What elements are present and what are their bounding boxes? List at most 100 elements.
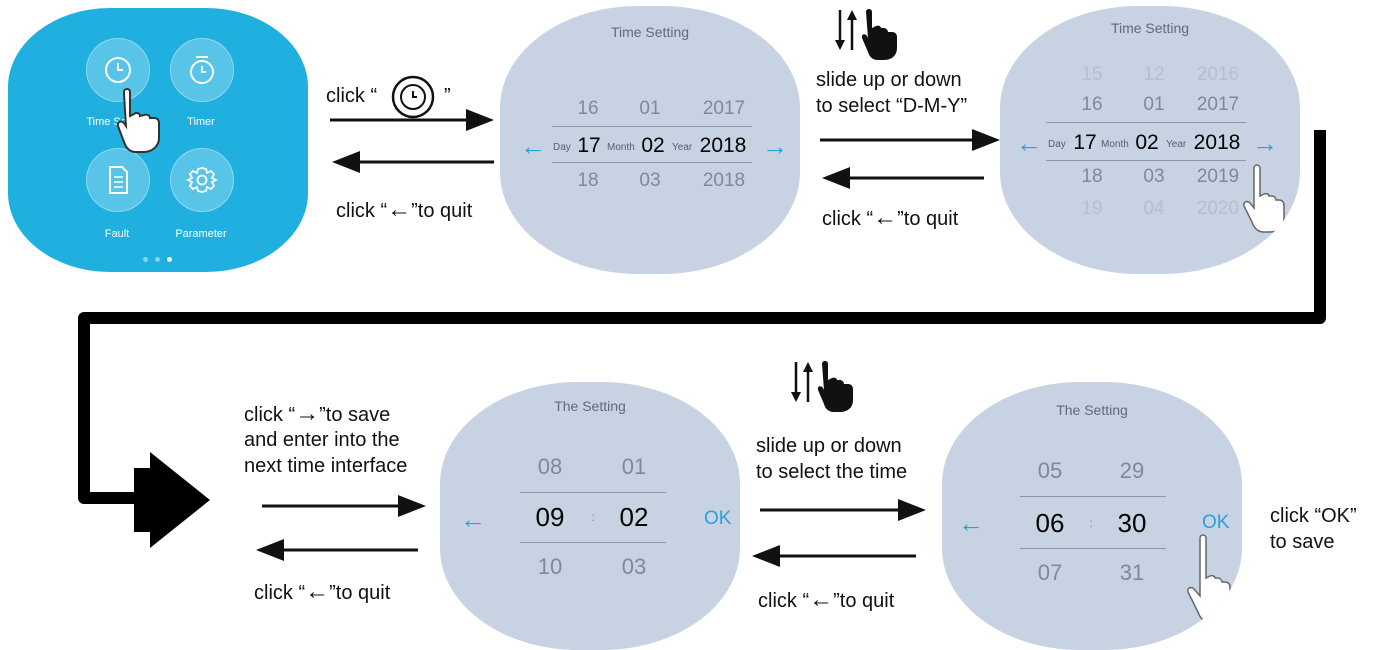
timer-button[interactable] [170,38,234,102]
hour-below: 10 [537,554,563,579]
page-dot [155,257,160,262]
back-arrow-icon[interactable]: ← [460,504,486,534]
month-below: 03 [639,170,661,191]
selection-line-bottom [552,162,752,163]
right-arrow-icon: → [295,400,320,427]
hour-above: 05 [1037,458,1063,483]
fault-button[interactable] [86,148,150,212]
year-unit-label: Year [1166,139,1187,150]
selection-line-top [1046,122,1246,123]
back-arrow [822,167,984,189]
selection-line-top [552,126,752,127]
selection-line-top [520,492,666,493]
day-above: 16 [577,98,599,119]
ok-instruction-line1: click “OK” [1270,505,1357,527]
screen-title: Time Setting [610,24,690,40]
day-selected[interactable]: 17 [577,134,601,157]
minute-selected[interactable]: 30 [1117,508,1147,538]
menu-label-timer: Timer [187,116,215,128]
time-setting-screen-2: The Setting 05 29 ← 06 : 30 OK 07 31 [942,382,1242,650]
year-minus2: 2016 [1196,64,1240,85]
back-arrow [332,151,494,173]
slide-dmy-line2: to select “D-M-Y” [816,95,968,117]
day-below: 18 [1081,166,1103,187]
selection-line-bottom [1046,160,1246,161]
hour-selected[interactable]: 06 [1035,508,1065,538]
month-plus2: 04 [1143,198,1165,219]
screen-title: The Setting [1056,402,1128,418]
month-selected[interactable]: 02 [641,134,665,157]
slide-time-line2: to select the time [756,461,908,483]
year-below: 2019 [1196,166,1240,187]
pointing-hand-icon [1187,534,1231,623]
month-unit-label: Month [607,142,635,153]
forward-arrow [330,109,494,131]
menu-label-parameter: Parameter [175,228,227,240]
year-plus2: 2020 [1196,198,1240,219]
time-setting-button[interactable] [86,38,150,102]
quit-instruction: click “←”to quit [822,204,959,231]
month-selected[interactable]: 02 [1135,131,1159,154]
ok-instruction-line2: to save [1270,531,1335,553]
time-colon: : [591,510,595,524]
month-minus2: 12 [1143,64,1165,85]
click-clock-instruction: click “ [326,85,378,107]
swipe-gesture-icon [835,9,897,60]
quit-instruction: click “←”to quit [254,578,391,605]
hour-above: 08 [537,454,563,479]
forward-arrow-icon[interactable]: → [1252,128,1278,158]
year-unit-label: Year [672,142,693,153]
date-setting-screen-2: Time Setting 15 12 2016 16 01 2017 ← Day… [1000,6,1300,274]
menu-label-fault: Fault [104,228,130,240]
document-icon [109,166,128,194]
day-above: 16 [1081,94,1103,115]
forward-arrow [262,495,426,517]
back-arrow [256,539,418,561]
date-setting-screen-1: Time Setting 16 01 2017 ← Day 17 Month 0… [500,6,800,274]
day-unit-label: Day [553,142,571,153]
selection-line-top [1020,496,1166,497]
hour-below: 07 [1037,560,1063,585]
quit-instruction: click “←”to quit [758,586,895,613]
day-unit-label: Day [1048,139,1066,150]
time-setting-screen-1: The Setting 08 01 ← 09 : 02 OK 10 03 [440,382,740,650]
left-arrow-icon: ← [387,196,412,223]
year-selected[interactable]: 2018 [699,134,747,157]
month-below: 03 [1143,166,1165,187]
left-arrow-icon: ← [305,578,330,605]
back-arrow-icon[interactable]: ← [958,508,984,538]
hour-selected[interactable]: 09 [535,502,565,532]
slide-dmy-line1: slide up or down [816,69,962,91]
forward-arrow-icon[interactable]: → [762,131,788,161]
screen-title: The Setting [554,398,626,414]
left-arrow-icon: ← [809,586,834,613]
month-above: 01 [639,98,661,119]
gear-icon [185,167,219,193]
page-dot-active [167,257,172,262]
page-dot [143,257,148,262]
back-arrow-icon[interactable]: ← [520,131,546,161]
ok-button[interactable]: OK [1202,512,1230,533]
minute-selected[interactable]: 02 [619,502,649,532]
ok-button[interactable]: OK [704,508,732,529]
menu-screen: Time Setting Timer Fault Parameter [8,8,308,272]
back-arrow [752,545,916,567]
forward-arrow [760,499,926,521]
clock-symbol-icon [391,75,435,119]
click-suffix-text: ” [444,85,451,107]
stopwatch-icon [190,56,214,84]
minute-below: 31 [1119,560,1145,585]
selection-line-bottom [1020,548,1166,549]
year-selected[interactable]: 2018 [1193,131,1241,154]
day-selected[interactable]: 17 [1073,131,1097,154]
quit-instruction: click “←”to quit [336,196,473,223]
minute-above: 01 [621,454,647,479]
parameter-button[interactable] [170,148,234,212]
pointing-hand-icon [1243,164,1285,233]
minute-above: 29 [1119,458,1145,483]
back-arrow-icon[interactable]: ← [1016,128,1042,158]
clock-icon [105,57,131,83]
day-below: 18 [577,170,599,191]
month-unit-label: Month [1101,139,1129,150]
